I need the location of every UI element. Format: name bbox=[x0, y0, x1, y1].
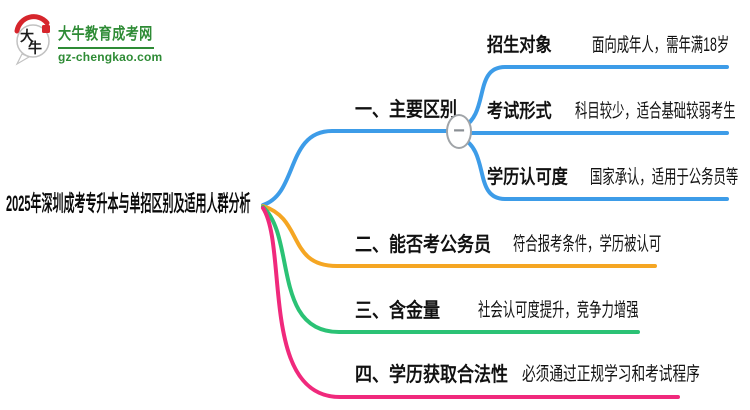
branch4-label[interactable]: 四、学历获取合法性 bbox=[355, 364, 508, 386]
root-topic[interactable]: 2025年深圳成考专升本与单招区别及适用人群分析 bbox=[6, 191, 251, 216]
svg-text:大: 大 bbox=[20, 28, 34, 45]
edge-branch2 bbox=[261, 204, 657, 268]
branch1-label[interactable]: 一、主要区别 bbox=[355, 99, 457, 121]
branch1-child3-note[interactable]: 国家承认，适用于公务员等 bbox=[590, 167, 739, 188]
branch1-child1-note[interactable]: 面向成年人，需年满18岁 bbox=[592, 35, 730, 56]
logo-divider bbox=[58, 47, 154, 49]
edge-branch1-child1 bbox=[460, 65, 729, 130]
svg-text:牛: 牛 bbox=[28, 40, 42, 57]
edge-branch1 bbox=[261, 129, 452, 207]
logo-domain: gz-chengkao.com bbox=[58, 50, 163, 64]
branch2-note[interactable]: 符合报考条件，学历被认可 bbox=[513, 234, 662, 255]
logo-site-name: 大牛教育成考网 bbox=[58, 26, 153, 43]
branch3-note[interactable]: 社会认可度提升，竞争力增强 bbox=[478, 300, 639, 321]
edge-branch1-child3 bbox=[460, 136, 729, 201]
branch1-child2-label[interactable]: 考试形式 bbox=[487, 101, 552, 122]
edge-branch4 bbox=[261, 206, 680, 399]
branch4-note[interactable]: 必须通过正规学习和考试程序 bbox=[522, 364, 700, 385]
branch1-child2-note[interactable]: 科目较少，适合基础较弱考生 bbox=[575, 101, 736, 122]
branch3-label[interactable]: 三、含金量 bbox=[355, 300, 440, 322]
branch1-child3-label[interactable]: 学历认可度 bbox=[487, 167, 568, 188]
edge-branch3 bbox=[261, 205, 640, 334]
branch1-child1-label[interactable]: 招生对象 bbox=[487, 35, 552, 56]
collapse-minus-icon[interactable]: − bbox=[446, 114, 472, 149]
branch2-label[interactable]: 二、能否考公务员 bbox=[355, 234, 491, 256]
logo-bull-icon: 大 牛 bbox=[12, 14, 60, 66]
